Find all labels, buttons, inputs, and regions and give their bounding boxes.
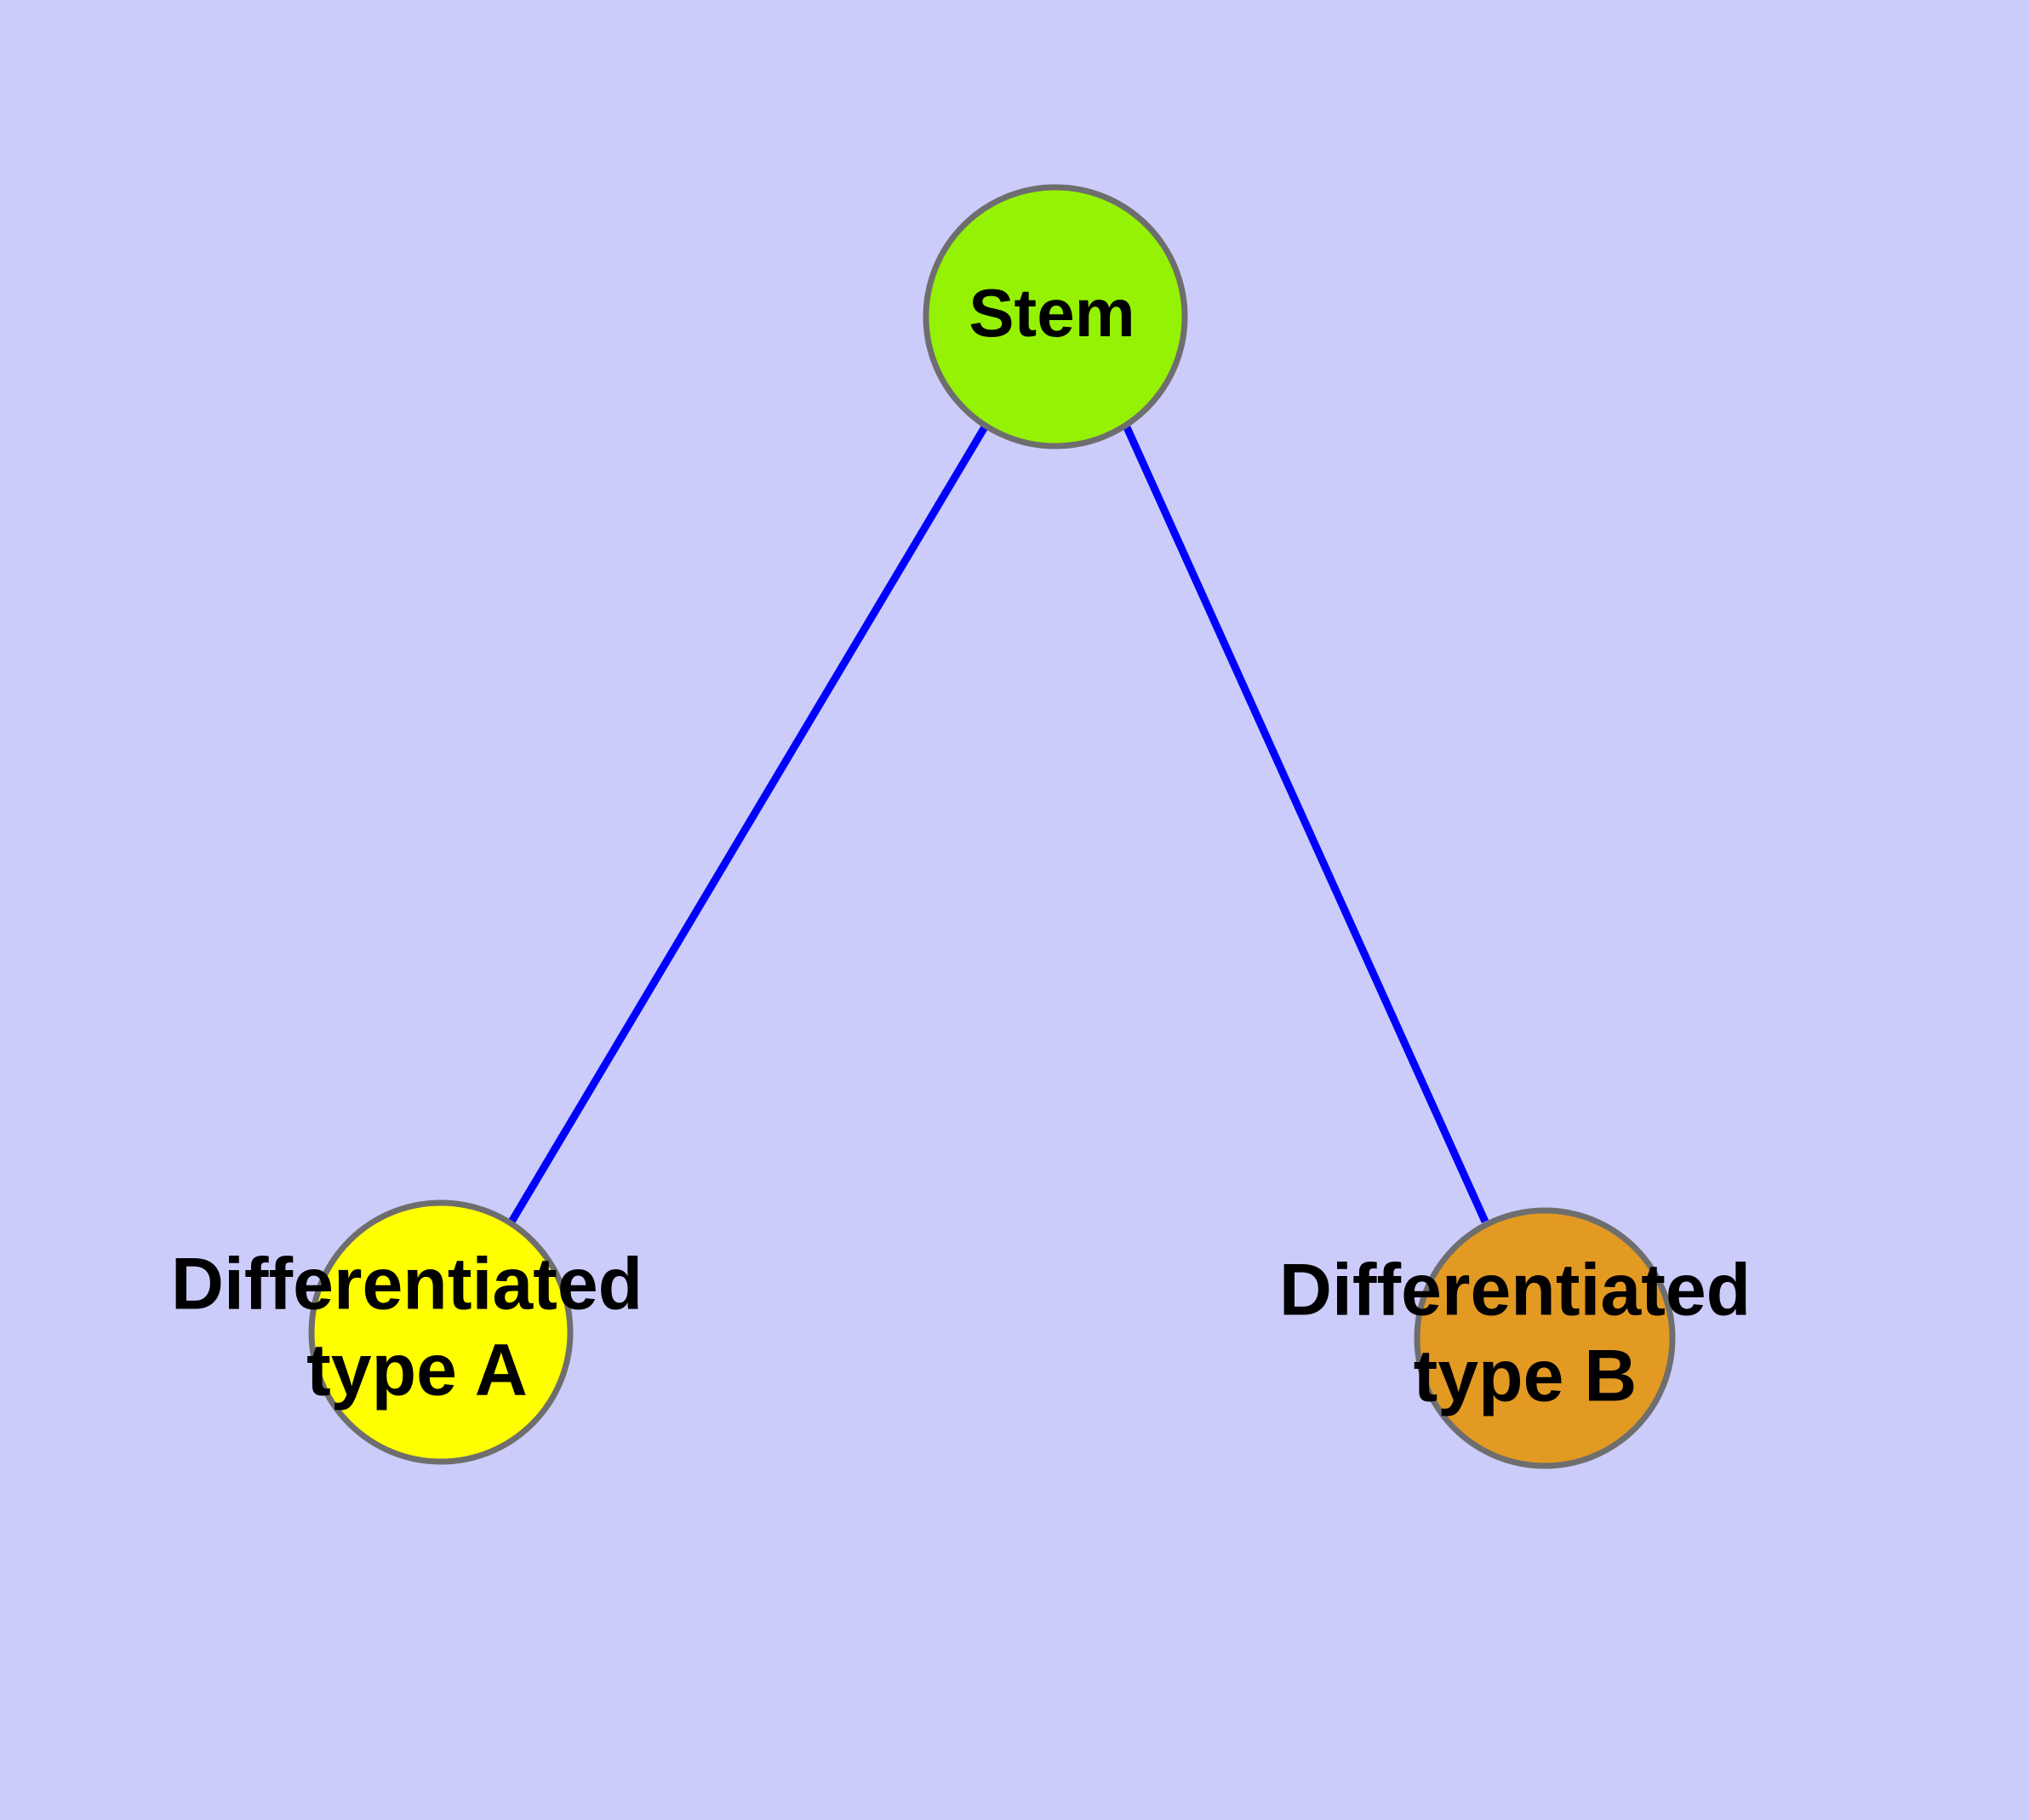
node-differentiated-type-b[interactable]: Differentiated type B: [1279, 1207, 1771, 1469]
node-differentiated-type-a[interactable]: Differentiated type A: [171, 1199, 663, 1465]
stem-node-label: Stem: [969, 275, 1135, 351]
edge-stem-to-differentiated-type-a[interactable]: [507, 423, 989, 1226]
node-stem[interactable]: Stem: [923, 184, 1188, 449]
differentiated-type-b-node-circle[interactable]: [1414, 1207, 1676, 1469]
differentiated-type-a-node-circle[interactable]: [308, 1199, 574, 1465]
stem-node-label-line-1: Stem: [969, 275, 1135, 351]
differentiated-type-b-label-line-1: Differentiated: [1279, 1249, 1751, 1331]
differentiated-type-a-label-line-2: type A: [306, 1329, 528, 1411]
differentiated-type-b-node-label: Differentiated type B: [1279, 1249, 1771, 1417]
nodes-layer: Stem Differentiated type A Differentiate…: [171, 184, 1771, 1469]
stem-node-circle[interactable]: [923, 184, 1188, 449]
edges-layer: [507, 423, 1489, 1226]
differentiated-type-a-label-line-1: Differentiated: [171, 1243, 643, 1325]
differentiated-type-a-node-label: Differentiated type A: [171, 1243, 663, 1411]
differentiated-type-b-label-line-2: type B: [1414, 1335, 1637, 1417]
edge-stem-to-differentiated-type-b[interactable]: [1123, 426, 1489, 1223]
